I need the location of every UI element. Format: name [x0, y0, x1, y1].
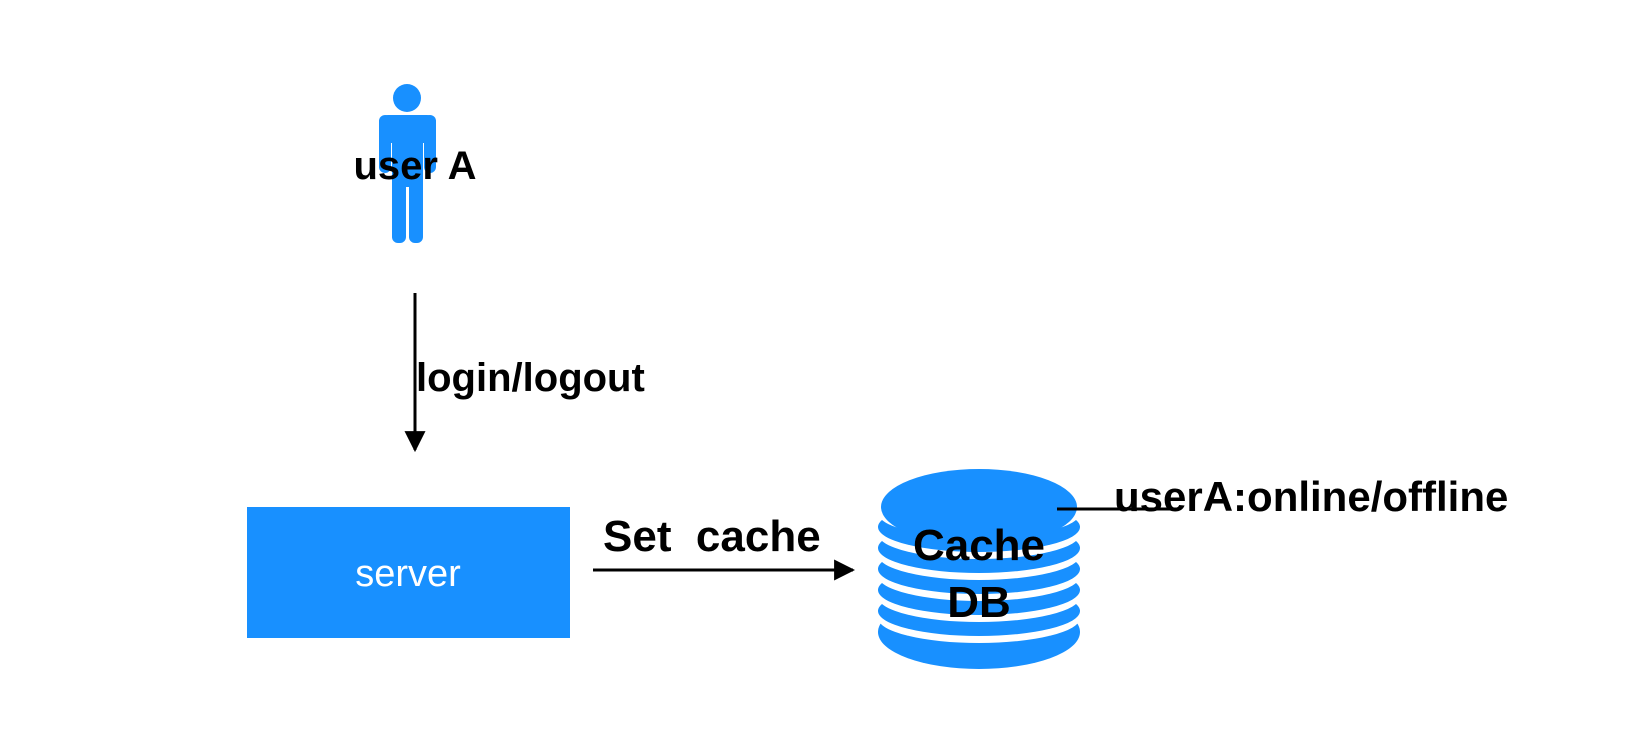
cache-entry-annotation: userA:online/offline: [1057, 473, 1508, 520]
cache-db-node[interactable]: Cache DB: [878, 469, 1080, 669]
cache-db-label-line1: Cache: [913, 521, 1045, 570]
set-cache-label: Set cache: [603, 512, 821, 561]
login-edge: login/logout: [404, 293, 645, 453]
server-box[interactable]: [247, 507, 570, 638]
database-icon[interactable]: [878, 469, 1080, 669]
cache-db-label-line2: DB: [947, 578, 1011, 627]
login-edge-label: login/logout: [416, 356, 645, 400]
user-node: user A: [353, 84, 477, 243]
user-label: user A: [353, 144, 476, 188]
set-cache-edge: Set cache: [593, 512, 856, 581]
person-icon: [379, 84, 436, 243]
server-label: server: [355, 553, 461, 595]
cache-entry-label: userA:online/offline: [1114, 473, 1508, 520]
server-node[interactable]: server: [247, 507, 570, 638]
